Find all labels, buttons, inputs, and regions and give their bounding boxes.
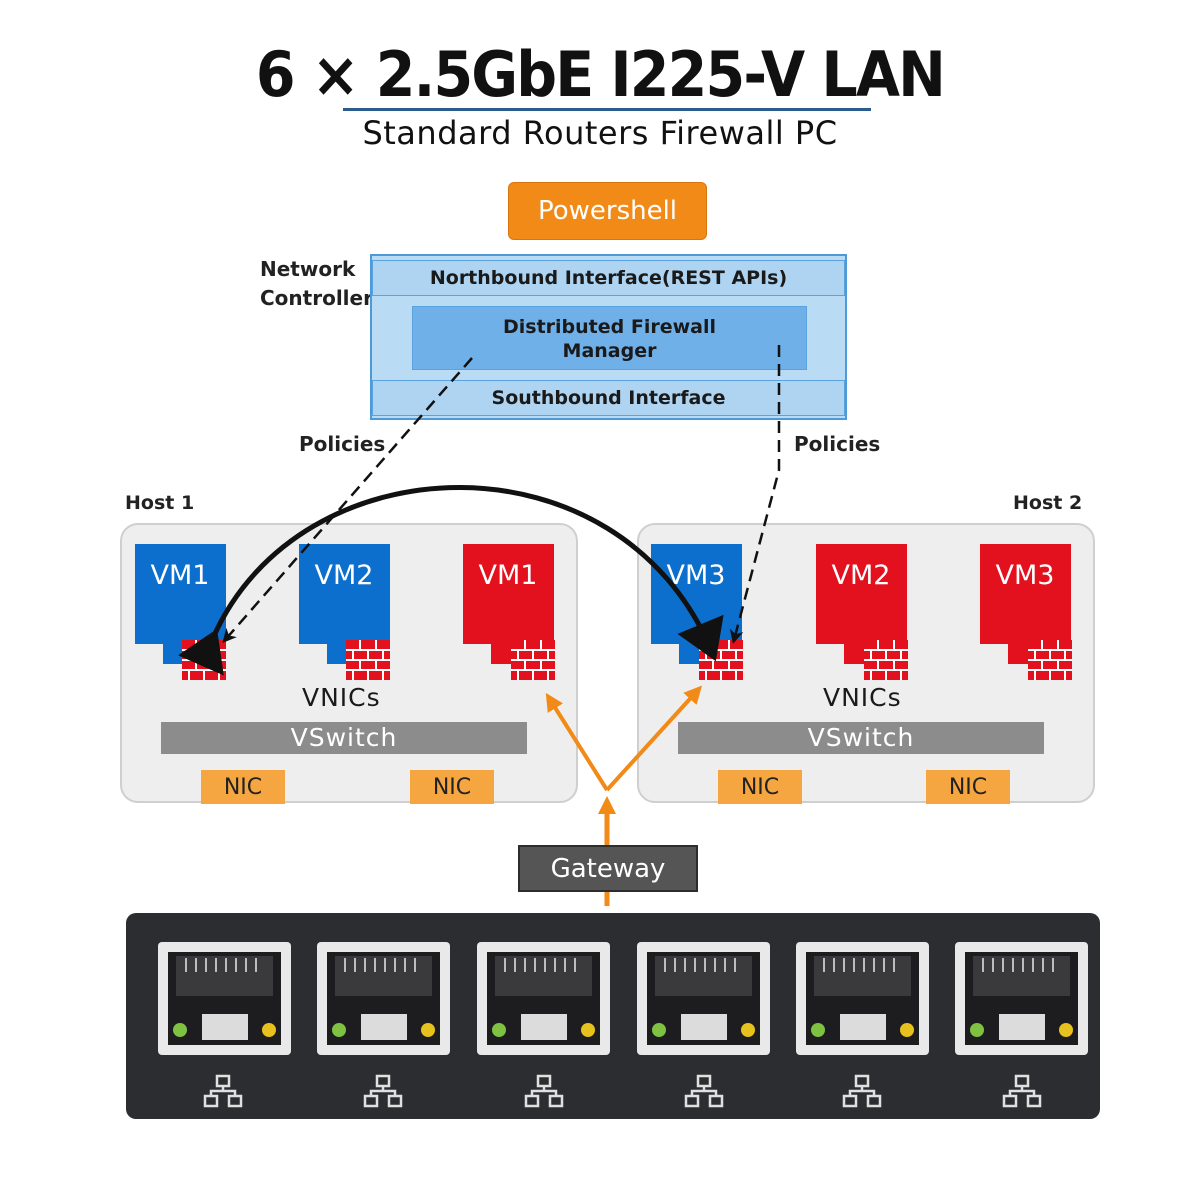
host-1-label: Host 1 bbox=[125, 492, 195, 514]
firewall-icon bbox=[1028, 640, 1072, 680]
powershell-box: Powershell bbox=[508, 182, 707, 240]
page-title: 6 × 2.5GbE I225-V LAN bbox=[255, 38, 946, 111]
host-2-vm-2: VM2 bbox=[816, 544, 907, 664]
host-1-nic-2: NIC bbox=[410, 770, 494, 804]
vm-label: VM1 bbox=[151, 560, 210, 591]
firewall-icon bbox=[864, 640, 908, 680]
rj45-port bbox=[637, 942, 770, 1055]
manager-line2: Manager bbox=[562, 340, 657, 362]
network-controller-label: Network Controller bbox=[260, 255, 373, 313]
policies-label-right: Policies bbox=[794, 432, 881, 456]
host-1-nic-1: NIC bbox=[201, 770, 285, 804]
network-icon bbox=[363, 1074, 403, 1108]
firewall-icon bbox=[511, 640, 555, 680]
network-icon bbox=[684, 1074, 724, 1108]
firewall-icon bbox=[182, 640, 226, 680]
host-2-vnics-label: VNICs bbox=[823, 683, 902, 712]
rj45-port bbox=[477, 942, 610, 1055]
page-subtitle: Standard Routers Firewall PC bbox=[362, 114, 838, 152]
southbound-interface: Southbound Interface bbox=[372, 380, 845, 416]
host-2-vm-3: VM3 bbox=[980, 544, 1071, 664]
vm-shape bbox=[816, 544, 907, 664]
title-underline bbox=[343, 108, 871, 111]
network-controller-label-line1: Network bbox=[260, 257, 356, 281]
distributed-firewall-manager: Distributed Firewall Manager bbox=[412, 306, 807, 370]
rj45-port bbox=[317, 942, 450, 1055]
rj45-port bbox=[955, 942, 1088, 1055]
vm-label: VM1 bbox=[479, 560, 538, 591]
host-2-nic-2: NIC bbox=[926, 770, 1010, 804]
network-icon bbox=[842, 1074, 882, 1108]
network-icon bbox=[203, 1074, 243, 1108]
host-2-vswitch: VSwitch bbox=[678, 722, 1044, 754]
vm-label: VM2 bbox=[315, 560, 374, 591]
firewall-icon bbox=[346, 640, 390, 680]
manager-line1: Distributed Firewall bbox=[502, 316, 717, 338]
northbound-interface: Northbound Interface(REST APIs) bbox=[372, 260, 845, 296]
network-controller-label-line2: Controller bbox=[260, 286, 373, 310]
vm-shape bbox=[980, 544, 1071, 664]
policies-label-left: Policies bbox=[299, 432, 386, 456]
rj45-port bbox=[796, 942, 929, 1055]
network-icon bbox=[524, 1074, 564, 1108]
host-2-label: Host 2 bbox=[1013, 492, 1083, 514]
host-2-nic-1: NIC bbox=[718, 770, 802, 804]
vm-label: VM3 bbox=[667, 560, 726, 591]
host-1-vnics-label: VNICs bbox=[302, 683, 381, 712]
vm-label: VM2 bbox=[832, 560, 891, 591]
host-1-vswitch: VSwitch bbox=[161, 722, 527, 754]
gateway-box: Gateway bbox=[518, 845, 698, 892]
firewall-icon bbox=[699, 640, 743, 680]
vm-label: VM3 bbox=[996, 560, 1055, 591]
network-controller: Northbound Interface(REST APIs) Distribu… bbox=[370, 254, 847, 420]
rj45-port bbox=[158, 942, 291, 1055]
network-icon bbox=[1002, 1074, 1042, 1108]
